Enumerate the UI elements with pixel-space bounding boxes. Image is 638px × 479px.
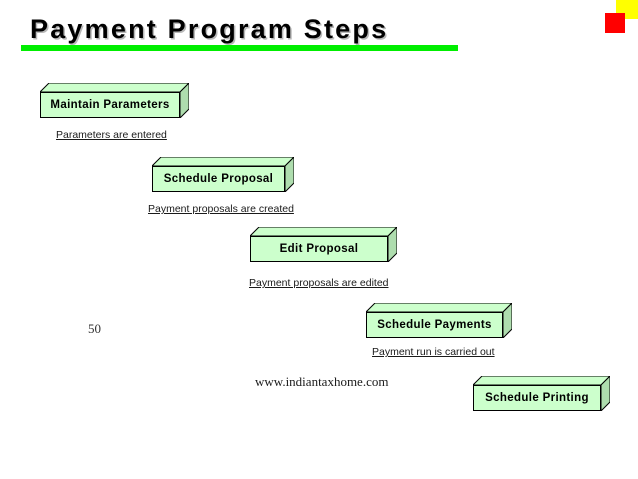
site-url: www.indiantaxhome.com bbox=[255, 374, 389, 389]
process-step-caption: Payment proposals are created bbox=[148, 203, 294, 215]
process-step-label: Edit Proposal bbox=[279, 243, 359, 255]
process-step-box[interactable]: Maintain Parameters bbox=[40, 83, 189, 118]
box-front-face: Maintain Parameters bbox=[40, 92, 180, 118]
box-front-face: Schedule Proposal bbox=[152, 166, 285, 192]
process-step-label: Schedule Payments bbox=[377, 319, 492, 331]
process-step-box[interactable]: Edit Proposal bbox=[250, 227, 397, 262]
process-step-label: Schedule Printing bbox=[485, 392, 589, 404]
process-step-box[interactable]: Schedule Proposal bbox=[152, 157, 294, 192]
process-step-caption: Payment run is carried out bbox=[372, 346, 495, 358]
process-step-box[interactable]: Schedule Printing bbox=[473, 376, 610, 411]
page-number: 50 bbox=[88, 321, 101, 336]
process-step-box[interactable]: Schedule Payments bbox=[366, 303, 512, 338]
title-underline-rule bbox=[21, 45, 458, 51]
box-front-face: Schedule Printing bbox=[473, 385, 601, 411]
process-step-label: Maintain Parameters bbox=[50, 99, 170, 111]
box-front-face: Edit Proposal bbox=[250, 236, 388, 262]
box-3d-faces bbox=[473, 376, 610, 411]
decoration-square-red bbox=[605, 13, 625, 33]
process-step-label: Schedule Proposal bbox=[163, 173, 274, 185]
page-title: Payment Program Steps bbox=[30, 14, 389, 44]
box-front-face: Schedule Payments bbox=[366, 312, 503, 338]
process-step-caption: Payment proposals are edited bbox=[249, 277, 389, 289]
process-step-caption: Parameters are entered bbox=[56, 129, 167, 141]
